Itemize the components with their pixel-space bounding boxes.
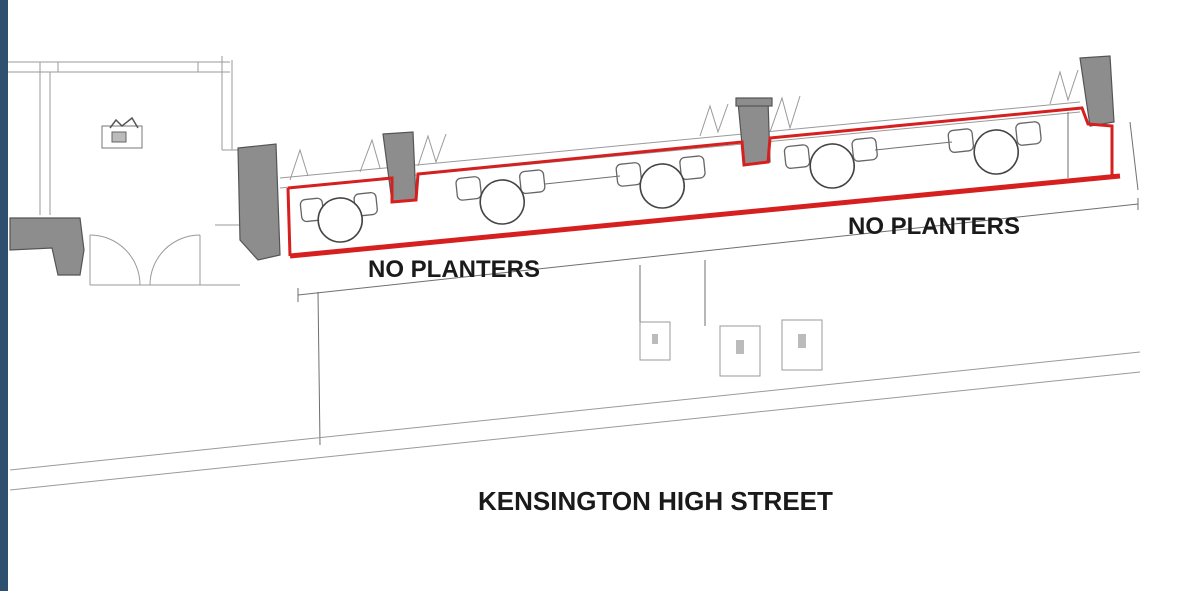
pillar-icon bbox=[1079, 55, 1115, 127]
dimension-lines bbox=[297, 121, 1139, 446]
table-set bbox=[783, 137, 878, 189]
frame-left-edge bbox=[0, 0, 8, 591]
terrace-boundary bbox=[286, 106, 1121, 259]
table-set bbox=[299, 191, 378, 243]
building-frontage bbox=[279, 55, 1115, 203]
pavement-features bbox=[639, 319, 823, 377]
no-planters-label-left: NO PLANTERS bbox=[368, 256, 540, 283]
pillar-icon bbox=[237, 143, 281, 261]
fixture-icon bbox=[101, 116, 143, 149]
street-name-label: KENSINGTON HIGH STREET bbox=[478, 486, 833, 516]
table-set bbox=[947, 121, 1042, 175]
table-set bbox=[455, 169, 546, 225]
building-left bbox=[8, 56, 281, 286]
table-set bbox=[615, 155, 706, 209]
doorway bbox=[89, 224, 240, 286]
no-planters-label-right: NO PLANTERS bbox=[848, 213, 1020, 240]
table-sets bbox=[299, 121, 1042, 243]
pillar-icon bbox=[382, 131, 417, 203]
pavement-line bbox=[9, 351, 1141, 491]
pillar-icon bbox=[9, 217, 85, 276]
